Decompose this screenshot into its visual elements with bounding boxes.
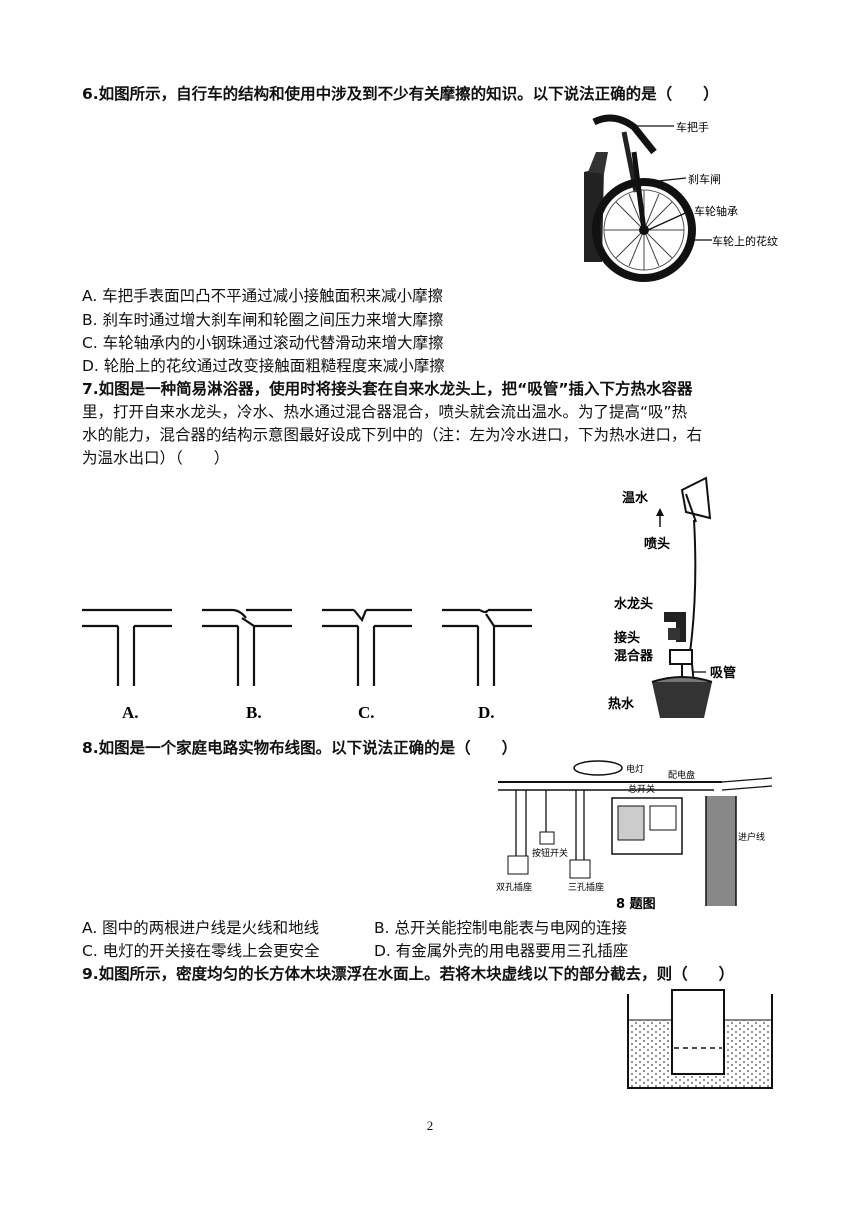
q6-option-c: C. 车轮轴承内的小钢珠通过滚动代替滑动来增大摩擦 (82, 334, 444, 352)
q8-option-a: A. 图中的两根进户线是火线和地线 (82, 919, 320, 937)
figure-caption: 8 题图 (616, 897, 656, 912)
label-faucet: 水龙头 (614, 596, 653, 612)
shower-figure: 温水 喷头 水龙头 接头 混合器 吸管 热水 (586, 472, 786, 722)
mixer-choice-b (202, 608, 292, 686)
label-lamp: 电灯 (626, 763, 644, 775)
bicycle-figure: 车把手 刹车闸 车轮轴承 车轮上的花纹 (574, 112, 784, 282)
choice-b-label: B. (246, 703, 262, 722)
q8-option-b: B. 总开关能控制电能表与电网的连接 (374, 919, 627, 937)
q8-stem: 8.如图是一个家庭电路实物布线图。以下说法正确的是（ ） (82, 739, 518, 757)
mixer-choice-d (442, 608, 532, 686)
label-main-switch: 总开关 (628, 783, 655, 795)
q7-line-3: 水的能力，混合器的结构示意图最好设成下列中的（注：左为冷水进口，下为热水进口，右 (82, 426, 703, 444)
label-warm-water: 温水 (622, 490, 649, 506)
label-push-switch: 按钮开关 (532, 847, 568, 859)
q6-stem: 6.如图所示，自行车的结构和使用中涉及到不少有关摩擦的知识。以下说法正确的是（ … (82, 85, 719, 103)
label-suction-tube: 吸管 (710, 665, 736, 681)
label-tread: 车轮上的花纹 (712, 234, 778, 248)
mixer-choice-c (322, 608, 412, 686)
mixer-choice-a (82, 608, 172, 686)
choice-a-label: A. (122, 703, 139, 722)
label-bearing: 车轮轴承 (694, 204, 738, 218)
q6-option-b: B. 刹车时通过增大刹车闸和轮圈之间压力来增大摩擦 (82, 311, 444, 329)
label-service-line: 进户线 (738, 831, 765, 843)
q7-line-4: 为温水出口）（ ） (82, 449, 230, 467)
choice-c-label: C. (358, 703, 375, 722)
q8-option-d: D. 有金属外壳的用电器要用三孔插座 (374, 942, 629, 960)
choice-d-label: D. (478, 703, 495, 722)
q7-line-1: 7.如图是一种简易淋浴器，使用时将接头套在自来水龙头上，把“吸管”插入下方热水容… (82, 380, 693, 398)
q6-option-a: A. 车把手表面凹凸不平通过减小接触面积来减小摩擦 (82, 287, 444, 305)
mixer-choices-figure: A. B. C. D. (82, 608, 532, 722)
label-connector: 接头 (614, 630, 640, 646)
q6-option-d: D. 轮胎上的花纹通过改变接触面粗糙程度来减小摩擦 (82, 357, 445, 375)
label-handlebar: 车把手 (676, 120, 709, 134)
page-number: 2 (426, 1118, 434, 1133)
house-wiring-figure: 电灯 配电盘 总开关 进户线 按钮开关 双孔插座 三孔插座 8 题图 (492, 756, 782, 912)
label-distribution-panel: 配电盘 (668, 769, 695, 781)
label-two-hole-socket: 双孔插座 (496, 881, 532, 893)
label-brake: 刹车闸 (688, 172, 721, 186)
label-nozzle: 喷头 (644, 536, 670, 552)
label-mixer: 混合器 (614, 648, 654, 664)
label-three-hole-socket: 三孔插座 (568, 881, 604, 893)
floating-block-figure (627, 989, 773, 1089)
q8-option-c: C. 电灯的开关接在零线上会更安全 (82, 942, 320, 960)
q9-stem: 9.如图所示，密度均匀的长方体木块漂浮在水面上。若将木块虚线以下的部分截去，则（… (82, 965, 735, 983)
label-hot-water: 热水 (608, 696, 635, 712)
q7-line-2: 里，打开自来水龙头，冷水、热水通过混合器混合，喷头就会流出温水。为了提高“吸”热 (82, 403, 688, 421)
